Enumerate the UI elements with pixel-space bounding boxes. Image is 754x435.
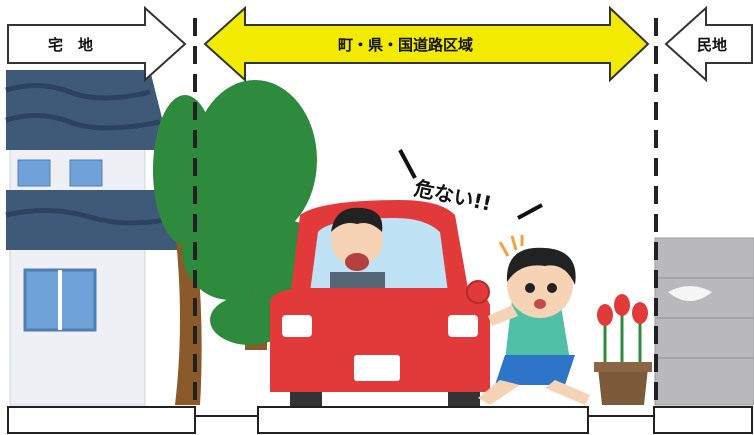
road-zone-arrow — [203, 5, 650, 83]
ground-box-left — [7, 406, 196, 434]
residential-arrow — [7, 5, 187, 83]
zone-label-road: 町・県・国道路区域 — [338, 36, 474, 54]
private-land-arrow — [664, 5, 753, 83]
exclaim-stroke-left — [398, 149, 417, 179]
flower-pot-illustration — [594, 294, 652, 405]
tree-center-illustration — [182, 80, 327, 350]
car-illustration — [270, 200, 490, 408]
zone-label-private: 民地 — [697, 36, 728, 54]
boy-illustration — [478, 235, 590, 405]
house-illustration — [5, 70, 185, 406]
block-wall-illustration — [654, 237, 754, 406]
ground-box-right — [653, 406, 753, 434]
exclaim-stroke-right — [517, 203, 543, 220]
zone-label-residential: 宅 地 — [48, 36, 94, 54]
ground-box-road — [257, 406, 589, 434]
